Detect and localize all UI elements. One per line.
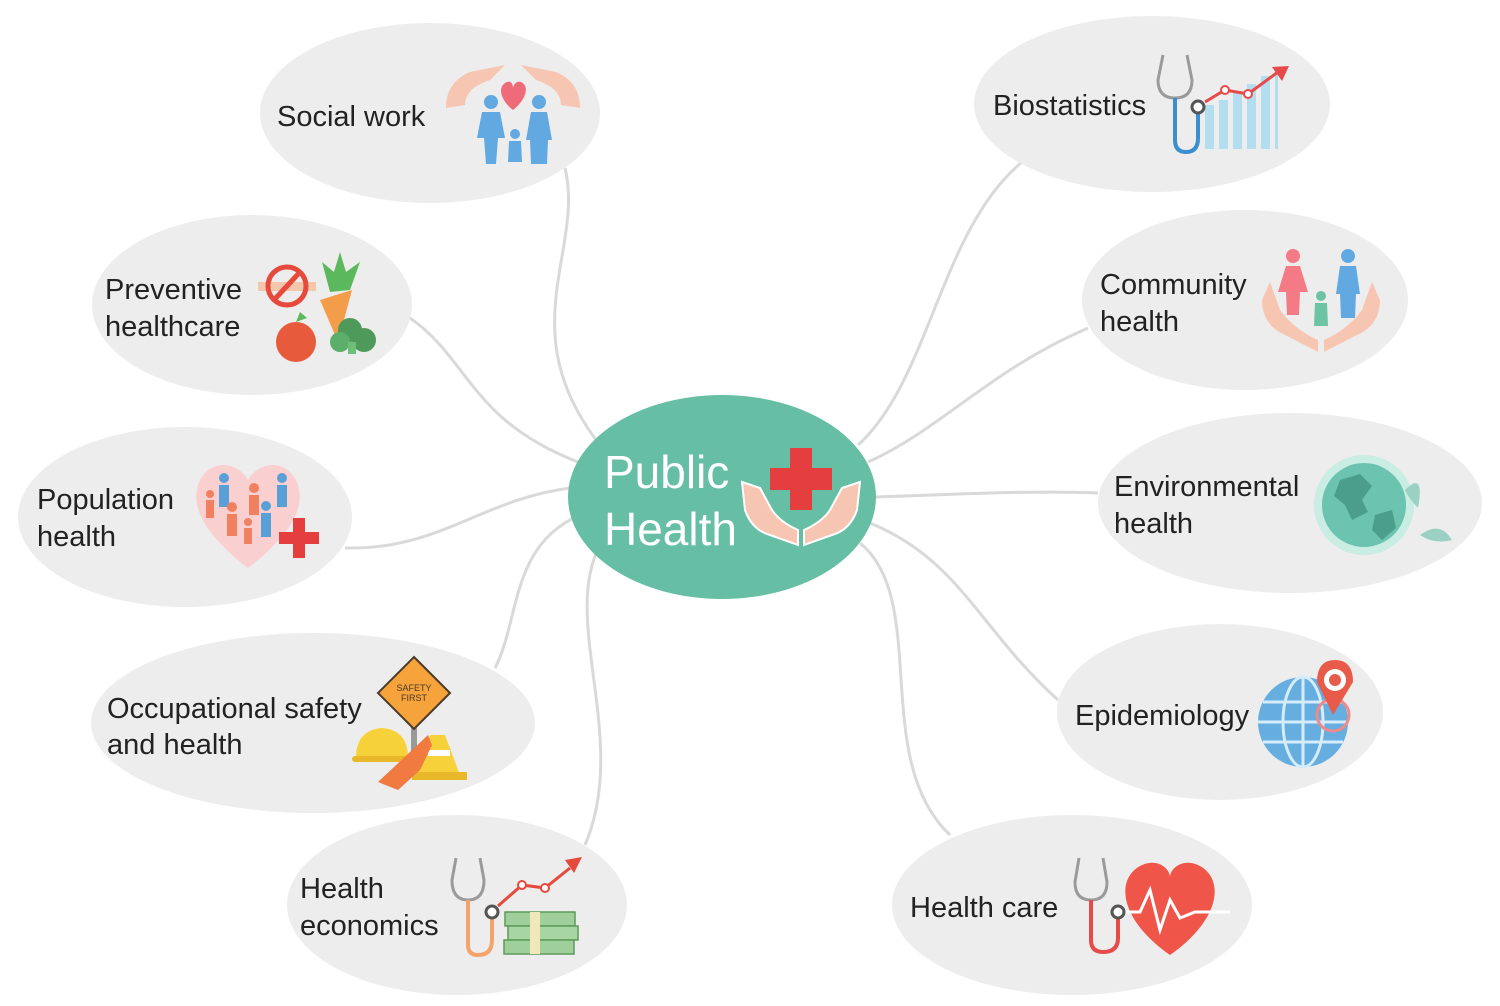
community-health-label-line2: health (1100, 306, 1179, 338)
connector-community-health (867, 326, 1089, 464)
connectors (344, 160, 1099, 846)
preventive-healthcare-label-line2: healthcare (105, 311, 240, 343)
center-title-line2: Health (604, 503, 737, 555)
no-smoking-vegetables-icon (258, 252, 376, 362)
stethoscope-chart-icon (1156, 54, 1289, 155)
connector-health-care (859, 541, 952, 837)
safety-sign-line2: FIRST (401, 693, 428, 703)
topic-social-work[interactable]: Social work (260, 23, 600, 203)
family-care-icon (446, 65, 580, 164)
family-hands-icon (1262, 249, 1380, 352)
preventive-healthcare-label-line1: Preventive (105, 274, 242, 306)
preventive-healthcare-bubble (92, 215, 412, 395)
safety-sign-line1: SAFETY (396, 683, 431, 693)
stethoscope-heart-icon (1073, 857, 1230, 955)
topic-epidemiology[interactable]: Epidemiology (1057, 624, 1383, 800)
topic-health-economics[interactable]: Health economics (287, 815, 627, 995)
occupational-safety-label-line2: and health (107, 729, 242, 761)
health-care-label: Health care (910, 892, 1058, 924)
connector-social-work (553, 167, 602, 446)
health-economics-label-line1: Health (300, 873, 384, 905)
topic-health-care[interactable]: Health care (892, 815, 1252, 995)
topic-population-health[interactable]: Population health (18, 427, 352, 607)
connector-biostatistics (856, 160, 1023, 447)
connector-health-economics (583, 544, 603, 846)
topic-community-health[interactable]: Community health (1082, 210, 1408, 390)
connector-preventive-healthcare (409, 316, 579, 464)
safety-first-icon: SAFETY FIRST (352, 655, 467, 790)
hands-medical-cross-icon (740, 448, 862, 547)
center-topic-public-health[interactable]: Public Health (568, 395, 876, 599)
topic-biostatistics[interactable]: Biostatistics (974, 16, 1330, 192)
environmental-health-label-line1: Environmental (1114, 471, 1299, 503)
epidemiology-label: Epidemiology (1075, 700, 1250, 732)
occupational-safety-label-line1: Occupational safety (107, 693, 362, 725)
globe-virus-icon (1258, 660, 1353, 769)
health-economics-label-line2: economics (300, 910, 439, 942)
health-economics-bubble (287, 815, 627, 995)
environmental-health-label-line2: health (1114, 508, 1193, 540)
topic-occupational-safety[interactable]: Occupational safety and health SAFETY FI… (91, 633, 535, 813)
stethoscope-money-icon (450, 857, 582, 958)
earth-leaf-icon (1314, 455, 1452, 555)
topic-environmental-health[interactable]: Environmental health (1098, 413, 1482, 593)
connector-population-health (344, 486, 571, 550)
population-health-bubble (18, 427, 352, 607)
environmental-health-bubble (1098, 413, 1482, 593)
social-work-label: Social work (277, 101, 426, 133)
connector-occupational-safety (493, 513, 581, 669)
biostatistics-label: Biostatistics (993, 90, 1146, 122)
connector-environmental-health (875, 490, 1099, 499)
population-health-label-line1: Population (37, 484, 174, 516)
health-care-bubble (892, 815, 1252, 995)
population-health-label-line2: health (37, 521, 116, 553)
community-health-label-line1: Community (1100, 269, 1247, 301)
center-bubble (568, 395, 876, 599)
people-heart-icon (196, 464, 319, 568)
connector-epidemiology (869, 521, 1060, 702)
topic-preventive-healthcare[interactable]: Preventive healthcare (92, 215, 412, 395)
center-title-line1: Public (604, 446, 729, 498)
